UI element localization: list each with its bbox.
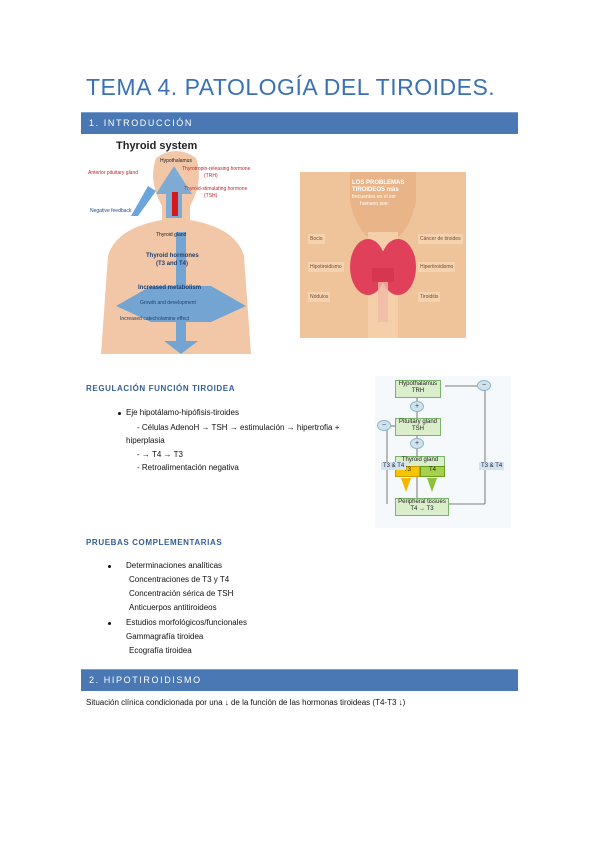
label-catecholamine: Increased catecholamine effect xyxy=(120,316,190,322)
section-header-hipotiroidismo: 2. HIPOTIROIDISMO xyxy=(81,670,518,691)
bullet xyxy=(118,412,121,415)
pruebas-b2: Ecografía tiroidea xyxy=(129,646,192,655)
regulacion-line-hiperplasia: hiperplasia xyxy=(126,436,165,445)
regulacion-line-retro: - Retroalimentación negativa xyxy=(137,463,239,472)
problem-cancer: Cáncer de tiroides xyxy=(418,234,463,244)
label-tsh: Thyroid-stimulating hormone xyxy=(184,186,248,192)
label-conversion: T4 → T3 xyxy=(410,506,434,512)
section-header-introduccion: 1. INTRODUCCIÓN xyxy=(81,113,518,134)
bullet xyxy=(108,565,111,568)
label-pituitary: Anterior pituitary gland xyxy=(88,170,139,176)
label-t3-t4: (T3 and T4) xyxy=(156,261,189,267)
label-hypothalamus: Hypothalamus xyxy=(160,158,192,164)
label-trh-abbr: (TRH) xyxy=(204,173,218,179)
box-pituitary: Pituitary gland TSH xyxy=(395,418,441,436)
thyroid-problems-figure: LOS PROBLEMAS TIROIDEOS más frecuentes e… xyxy=(300,172,466,338)
regulacion-line-t4-t3: - → T4 → T3 xyxy=(137,450,183,459)
problem-hipotiroidismo: Hipotiroidismo xyxy=(308,262,344,272)
problem-tiroiditis: Tiroiditis xyxy=(418,292,441,302)
label-negative-feedback: Negative feedback xyxy=(90,208,132,214)
figure-heading: Thyroid system xyxy=(116,140,198,152)
pruebas-a1: Concentraciones de T3 y T4 xyxy=(129,575,230,584)
label-thyroid-hormones: Thyroid hormones xyxy=(146,253,199,259)
label-hypothalamus: Hypothalamus xyxy=(398,381,438,387)
regulacion-item-eje: Eje hipotálamo-hipófisis-tiroides xyxy=(126,408,239,417)
label-growth: Growth and development xyxy=(140,300,196,306)
label-pituitary: Pituitary gland xyxy=(398,419,438,425)
box-hypothalamus: Hypothalamus TRH xyxy=(395,380,441,398)
problems-heading-1: LOS PROBLEMAS xyxy=(352,180,405,186)
problem-hipertiroidismo: Hipertiroidismo xyxy=(418,262,456,272)
tag-right: T3 & T4 xyxy=(479,462,505,470)
label-increased-metabolism: Increased metabolism xyxy=(138,285,202,291)
bullet xyxy=(108,622,111,625)
problems-heading-3: frecuentes en el ser xyxy=(352,194,396,200)
box-peripheral: Peripheral tissues T4 → T3 xyxy=(395,498,449,516)
hipotiroidismo-definition: Situación clínica condicionada por una ↓… xyxy=(86,698,406,707)
label-peripheral: Peripheral tissues xyxy=(398,499,446,505)
page-title: TEMA 4. PATOLOGÍA DEL TIROIDES. xyxy=(86,74,496,100)
problems-heading-2: TIROIDEOS más xyxy=(352,187,399,193)
minus-sign-1: − xyxy=(477,380,491,391)
thyroid-system-figure: Thyroid system Hypothalamus Thyrotropin-… xyxy=(86,136,266,354)
pruebas-a3: Anticuerpos antitiroideos xyxy=(129,603,217,612)
plus-sign-1: + xyxy=(410,401,424,412)
label-thyroid-gland: Thyroid gland xyxy=(156,232,187,238)
problem-nodulos: Nódulos xyxy=(308,292,331,302)
minus-sign-2: − xyxy=(377,420,391,431)
pruebas-b1: Gammagrafía tiroidea xyxy=(126,632,204,641)
box-t4: T4 xyxy=(420,466,445,477)
label-tsh-abbr: (TSH) xyxy=(204,193,218,199)
section-divider xyxy=(81,669,518,670)
section-divider xyxy=(81,112,518,113)
problems-heading-4: humano son: xyxy=(360,201,389,207)
pruebas-item-estudios: Estudios morfológicos/funcionales xyxy=(126,618,247,627)
heading-regulacion: REGULACIÓN FUNCIÓN TIROIDEA xyxy=(86,384,236,393)
box-t3: T3 xyxy=(395,466,420,477)
tag-left: T3 & T4 xyxy=(381,462,407,470)
plus-sign-2: + xyxy=(410,438,424,449)
heading-pruebas: PRUEBAS COMPLEMENTARIAS xyxy=(86,538,223,547)
pruebas-a2: Concentración sérica de TSH xyxy=(129,589,234,598)
label-trh: Thyrotropin-releasing hormone xyxy=(182,166,251,172)
label-tsh: TSH xyxy=(412,426,424,432)
regulacion-line-celulas: - Células AdenoH → TSH → estimulación → … xyxy=(137,423,340,432)
label-trh: TRH xyxy=(411,388,425,394)
pruebas-item-analiticas: Determinaciones analíticas xyxy=(126,561,223,570)
feedback-loop-diagram: Hypothalamus TRH + Pituitary gland TSH +… xyxy=(375,376,511,528)
problem-bocio: Bocio xyxy=(308,234,325,244)
